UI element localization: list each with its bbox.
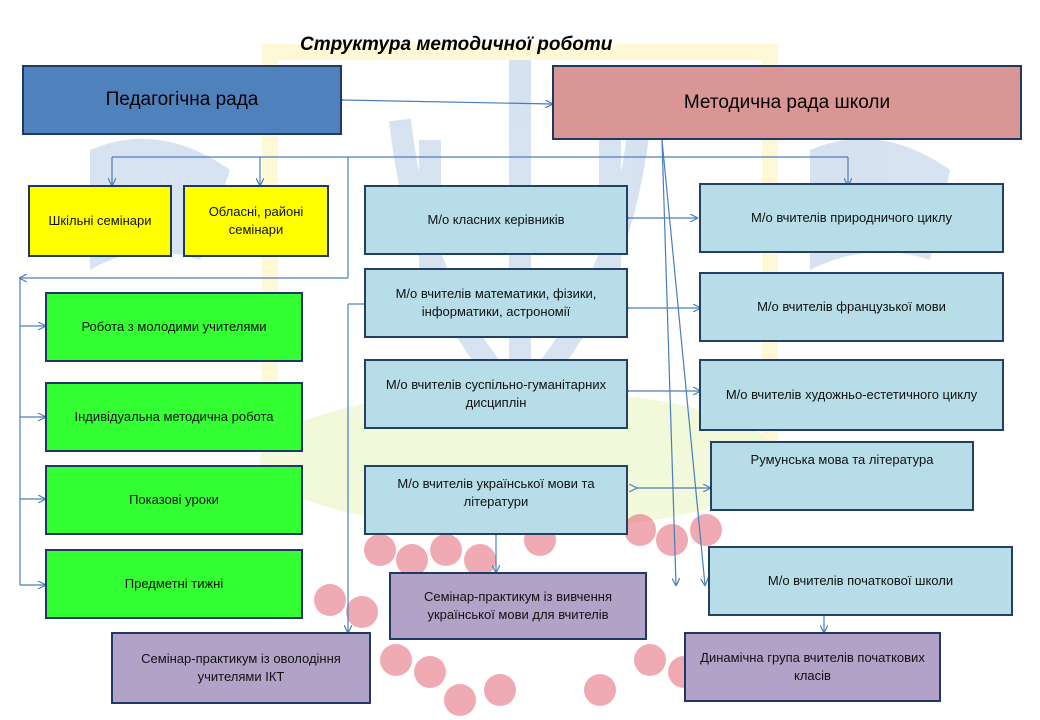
school-seminars-label: Шкільні семінари [48, 213, 152, 229]
mo-french-box: М/о вчителів французької мови [699, 272, 1004, 342]
mo-class-teachers-box: М/о класних керівників [364, 185, 628, 255]
seminar-ikt-box: Семінар-практикум із оволодіння учителям… [111, 632, 371, 704]
seminar-ukrainian-label: Семінар-практикум із вивчення українсько… [423, 589, 613, 622]
mo-natural-box: М/о вчителів природничого циклу [699, 183, 1004, 253]
mo-social-label: М/о вчителів суспільно-гуманітарних дисц… [385, 377, 607, 410]
pedagogical-council-box: Педагогічна рада [22, 65, 342, 135]
individual-work-box: Індивідуальна методична робота [45, 382, 303, 452]
mo-art-box: М/о вчителів художньо-естетичного циклу [699, 359, 1004, 431]
dynamic-group-label: Динамічна група вчителів початкових клас… [700, 650, 925, 683]
seminar-ikt-label: Семінар-практикум із оволодіння учителям… [141, 651, 341, 684]
mo-math-box: М/о вчителів математики, фізики, інформа… [364, 268, 628, 338]
subject-weeks-label: Предметні тижні [124, 576, 224, 592]
dynamic-group-box: Динамічна група вчителів початкових клас… [684, 632, 941, 702]
regional-seminars-label: Обласні, районі семінари [208, 204, 304, 237]
diagram-title: Структура методичної роботи [300, 34, 613, 55]
mo-social-box: М/о вчителів суспільно-гуманітарних дисц… [364, 359, 628, 429]
open-lessons-box: Показові уроки [45, 465, 303, 535]
methodical-council-label: Методична рада школи [683, 91, 891, 113]
mo-ukrainian-box: М/о вчителів української мови та літерат… [364, 465, 628, 535]
subject-weeks-box: Предметні тижні [45, 549, 303, 619]
young-teachers-box: Робота з молодими учителями [45, 292, 303, 362]
pedagogical-council-label: Педагогічна рада [105, 89, 259, 111]
mo-french-label: М/о вчителів французької мови [757, 299, 946, 315]
regional-seminars-box: Обласні, районі семінари [183, 185, 329, 257]
mo-primary-box: М/о вчителів початкової школи [708, 546, 1013, 616]
mo-class-teachers-label: М/о класних керівників [427, 212, 565, 228]
individual-work-label: Індивідуальна методична робота [74, 409, 274, 425]
romanian-box: Румунська мова та література [710, 441, 974, 511]
young-teachers-label: Робота з молодими учителями [81, 319, 267, 335]
mo-primary-label: М/о вчителів початкової школи [767, 573, 954, 589]
mo-math-label: М/о вчителів математики, фізики, інформа… [395, 286, 597, 319]
mo-ukrainian-label: М/о вчителів української мови та літерат… [397, 476, 595, 509]
methodical-council-box: Методична рада школи [552, 65, 1022, 140]
seminar-ukrainian-box: Семінар-практикум із вивчення українсько… [389, 572, 647, 640]
school-seminars-box: Шкільні семінари [28, 185, 172, 257]
romanian-label: Румунська мова та література [750, 452, 934, 467]
open-lessons-label: Показові уроки [129, 492, 219, 508]
mo-natural-label: М/о вчителів природничого циклу [751, 210, 952, 226]
mo-art-label: М/о вчителів художньо-естетичного циклу [725, 387, 978, 403]
